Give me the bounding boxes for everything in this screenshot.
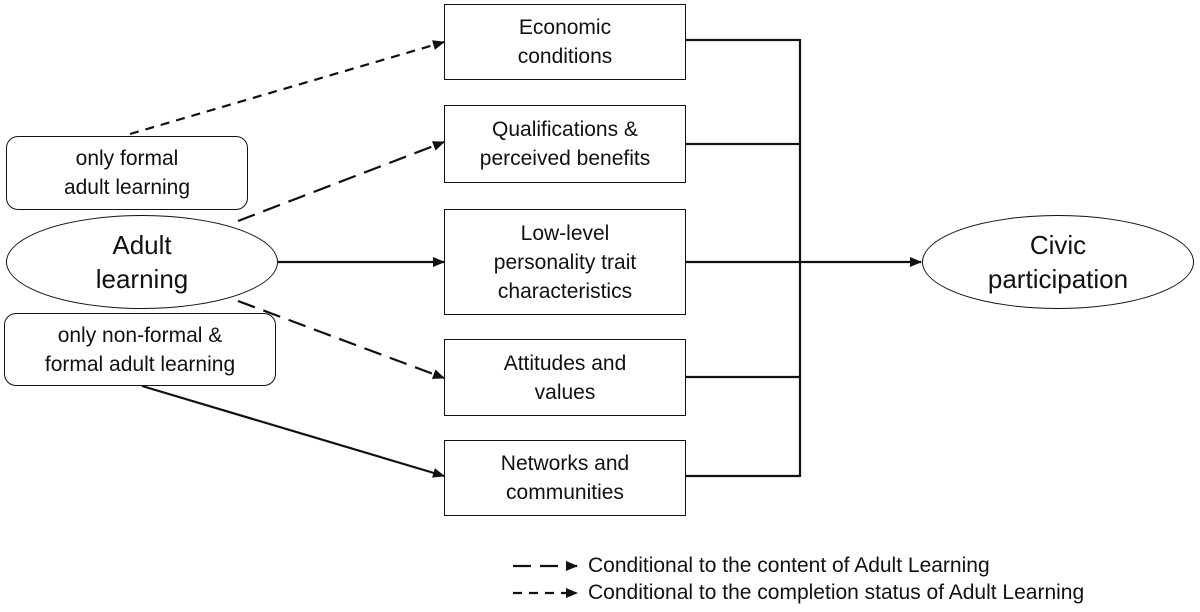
personality-box: Low-level personality trait characterist…: [444, 209, 686, 315]
attitudes-label: Attitudes and values: [503, 351, 627, 404]
adult-learning-label: Adult learning: [95, 230, 189, 294]
legend-content-label: Conditional to the content of Adult Lear…: [588, 554, 990, 577]
arrow-nonformal-to-networks: [141, 384, 445, 478]
civic-participation-node: Civic participation: [922, 215, 1194, 309]
networks-box: Networks and communities: [444, 440, 686, 516]
economic-conditions-box: Economic conditions: [444, 4, 686, 80]
legend-completion-label: Conditional to the completion status of …: [588, 581, 1085, 604]
civic-participation-label: Civic participation: [987, 230, 1129, 294]
economic-conditions-label: Economic conditions: [517, 16, 613, 68]
qualifications-box: Qualifications & perceived benefits: [444, 105, 686, 183]
only-nonformal-box: only non-formal & formal adult learning: [4, 313, 276, 386]
networks-label: Networks and communities: [500, 452, 630, 504]
arrow-formal-to-economic: [129, 40, 445, 136]
personality-label: Low-level personality trait characterist…: [493, 221, 637, 303]
attitudes-box: Attitudes and values: [444, 339, 686, 416]
arrow-adult-to-attitudes: [237, 299, 445, 380]
only-formal-box: only formal adult learning: [6, 136, 248, 210]
only-formal-label: only formal adult learning: [63, 147, 191, 199]
only-nonformal-label: only non-formal & formal adult learning: [44, 323, 236, 376]
adult-learning-node: Adult learning: [6, 215, 278, 309]
arrow-adult-to-qualifications: [237, 140, 445, 223]
qualifications-label: Qualifications & perceived benefits: [479, 118, 651, 170]
